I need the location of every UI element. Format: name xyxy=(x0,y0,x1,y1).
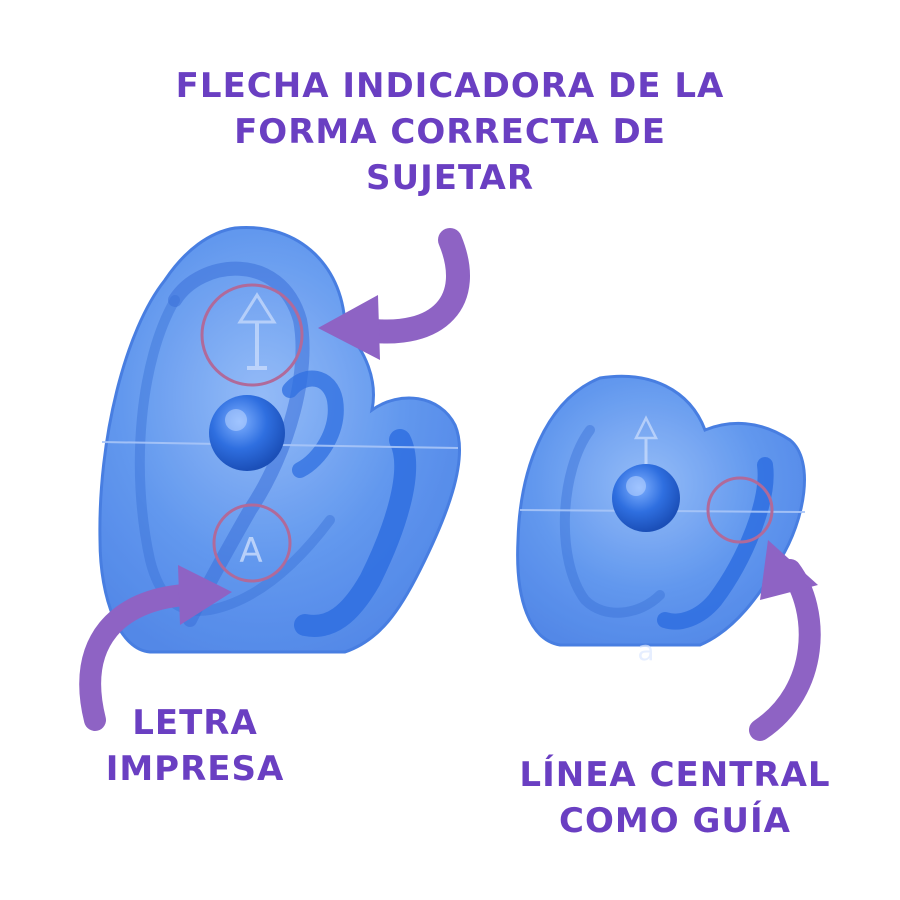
annotation-line: COMO GUÍA xyxy=(559,801,791,841)
highlight-circle-letter xyxy=(212,503,292,583)
small-cutter-embossed-arrow xyxy=(633,415,659,465)
annotation-line: LETRA xyxy=(132,703,258,743)
pointer-arrow-right xyxy=(749,540,821,741)
large-cutter-embossed-letter: A xyxy=(239,531,262,571)
highlight-circle-arrow xyxy=(200,283,304,387)
large-cutter-right-stroke xyxy=(294,429,417,637)
annotation-center-guide: LÍNEA CENTRAL COMO GUÍA xyxy=(500,752,850,844)
pointer-arrow-top xyxy=(318,228,470,360)
small-cutter-embossed-letter: a xyxy=(637,634,654,667)
annotation-line: IMPRESA xyxy=(105,749,285,789)
annotation-printed-letter: LETRA IMPRESA xyxy=(80,700,310,792)
small-cutter-letter-groove xyxy=(559,425,665,618)
large-cutter-knob xyxy=(209,395,285,471)
annotation-line: FORMA CORRECTA DE xyxy=(234,112,666,152)
small-cutter-right-stroke xyxy=(657,457,774,630)
large-cutter-knob-shine xyxy=(225,409,247,431)
small-cutter-knob xyxy=(612,464,680,532)
highlight-circle-center-line xyxy=(706,476,774,544)
annotation-grip-arrow: FLECHA INDICADORA DE LA FORMA CORRECTA D… xyxy=(150,63,750,201)
large-cutter-hook xyxy=(282,370,344,478)
annotation-line: LÍNEA CENTRAL xyxy=(519,755,831,795)
large-cutter: A xyxy=(98,225,461,654)
small-cutter: a xyxy=(516,374,806,667)
large-cutter-embossed-arrow xyxy=(237,292,277,370)
small-cutter-knob-shine xyxy=(626,476,646,496)
annotation-line: FLECHA INDICADORA DE LA xyxy=(175,66,725,106)
pointer-arrow-left xyxy=(79,565,232,731)
annotation-line: SUJETAR xyxy=(365,158,535,198)
